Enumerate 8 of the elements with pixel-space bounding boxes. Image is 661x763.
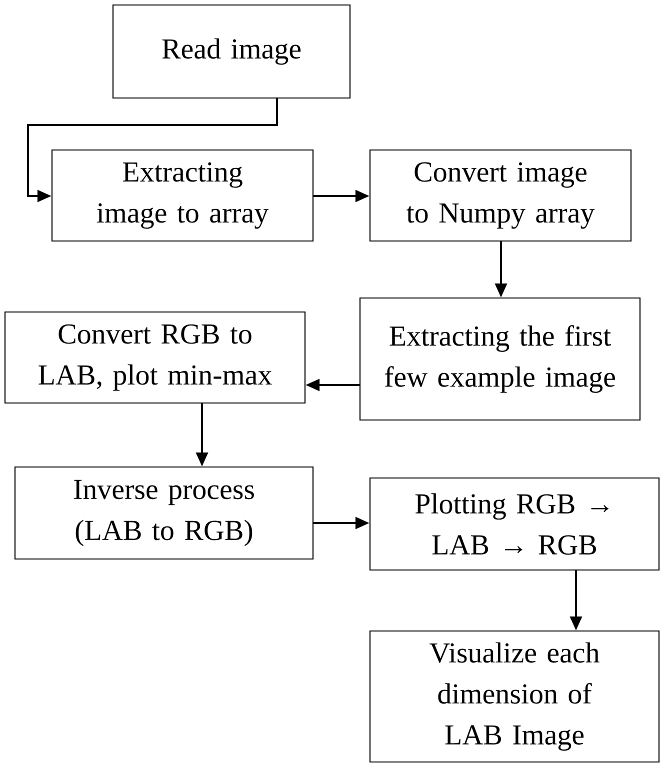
process-box: Read image: [112, 4, 351, 99]
process-box: Extracting the first few example image: [359, 297, 641, 421]
process-box: Convert RGB to LAB, plot min-max: [4, 311, 306, 404]
process-box: Inverse process (LAB to RGB): [14, 466, 314, 560]
process-box: Extracting image to array: [51, 149, 314, 242]
process-box: Visualize each dimension of LAB Image: [369, 630, 660, 763]
process-box: Plotting RGB → LAB → RGB: [369, 477, 660, 571]
process-box: Convert image to Numpy array: [369, 149, 632, 242]
